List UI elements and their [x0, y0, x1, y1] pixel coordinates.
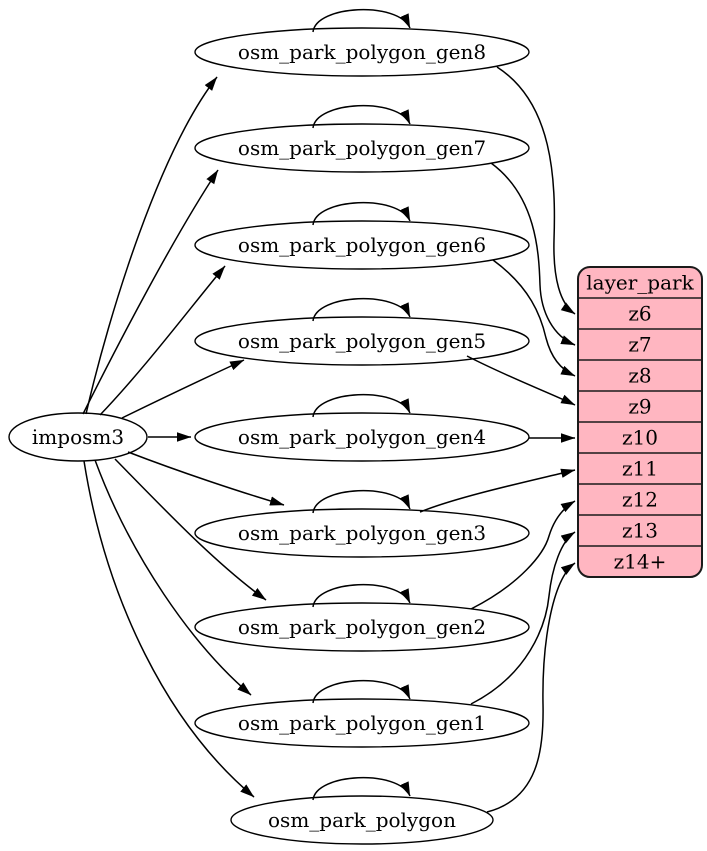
table-node-osm_park_polygon_gen2: osm_park_polygon_gen2 — [194, 602, 530, 652]
edge-osm_park_polygon_gen7-to-z7 — [490, 162, 576, 346]
source-node-imposm3: imposm3 — [8, 412, 148, 462]
table-ellipse — [194, 316, 530, 366]
table-node-label: osm_park_polygon_gen7 — [238, 136, 486, 160]
edge-osm_park_polygon_gen2-to-osm_park_polygon_gen2 — [312, 584, 411, 608]
edge-imposm3-to-osm_park_polygon_gen3 — [127, 451, 285, 506]
table-node-osm_park_polygon_gen3: osm_park_polygon_gen3 — [194, 508, 530, 558]
source-node-label: imposm3 — [32, 425, 124, 449]
edge-imposm3-to-osm_park_polygon_gen8 — [85, 76, 218, 415]
table-node-osm_park_polygon_gen1: osm_park_polygon_gen1 — [194, 698, 530, 748]
imposm3-ellipse — [8, 412, 148, 462]
layer-row-z12: z12 — [622, 488, 658, 512]
edge-osm_park_polygon_gen5-to-osm_park_polygon_gen5 — [312, 298, 411, 322]
edge-osm_park_polygon-to-z14+ — [486, 562, 576, 813]
layer-row-z11: z11 — [622, 457, 658, 481]
edge-osm_park_polygon_gen3-to-z11 — [419, 468, 576, 513]
layer-row-z14+: z14+ — [614, 550, 667, 574]
edge-osm_park_polygon_gen8-to-osm_park_polygon_gen8 — [312, 9, 411, 33]
table-node-label: osm_park_polygon_gen2 — [238, 615, 486, 639]
layer-row-z6: z6 — [628, 302, 651, 326]
edge-imposm3-to-osm_park_polygon_gen6 — [99, 265, 226, 416]
edge-imposm3-to-osm_park_polygon_gen2 — [114, 458, 267, 601]
table-ellipse — [230, 795, 494, 845]
edge-osm_park_polygon_gen3-to-osm_park_polygon_gen3 — [312, 490, 411, 514]
edge-osm_park_polygon_gen6-to-osm_park_polygon_gen6 — [312, 202, 411, 226]
edge-imposm3-to-osm_park_polygon_gen1 — [94, 459, 252, 696]
layer-row-z13: z13 — [622, 519, 658, 543]
table-node-osm_park_polygon_gen6: osm_park_polygon_gen6 — [194, 220, 530, 270]
edge-osm_park_polygon_gen5-to-z9 — [466, 355, 576, 406]
edge-osm_park_polygon-to-osm_park_polygon — [312, 777, 411, 801]
table-node-osm_park_polygon_gen5: osm_park_polygon_gen5 — [194, 316, 530, 366]
table-ellipse — [194, 412, 530, 462]
table-node-label: osm_park_polygon_gen3 — [238, 521, 486, 545]
table-node-label: osm_park_polygon — [268, 808, 456, 832]
edge-imposm3-to-osm_park_polygon — [83, 460, 255, 798]
table-node-label: osm_park_polygon_gen8 — [238, 40, 486, 64]
table-node-label: osm_park_polygon_gen5 — [238, 329, 486, 353]
edge-osm_park_polygon_gen1-to-z13 — [470, 531, 576, 705]
edge-osm_park_polygon_gen4-to-osm_park_polygon_gen4 — [312, 394, 411, 418]
edge-osm_park_polygon_gen2-to-z12 — [470, 500, 576, 610]
table-ellipse — [194, 698, 530, 748]
edge-osm_park_polygon_gen1-to-osm_park_polygon_gen1 — [312, 680, 411, 704]
table-node-label: osm_park_polygon_gen4 — [238, 425, 486, 449]
table-ellipse — [194, 123, 530, 173]
table-ellipse — [194, 220, 530, 270]
layer-row-z7: z7 — [628, 333, 651, 357]
table-ellipse — [194, 508, 530, 558]
layer-row-z10: z10 — [622, 426, 658, 450]
table-node-osm_park_polygon_gen4: osm_park_polygon_gen4 — [194, 412, 530, 462]
edge-osm_park_polygon_gen7-to-osm_park_polygon_gen7 — [312, 105, 411, 129]
table-ellipse — [194, 602, 530, 652]
layer-node-title: layer_park — [586, 271, 694, 295]
table-node-osm_park_polygon_gen8: osm_park_polygon_gen8 — [194, 27, 530, 77]
table-node-label: osm_park_polygon_gen6 — [238, 233, 486, 257]
layer-node-layer_park: layer_park z6 z7 z8 z9 z10 z11 z12 z13 z14+ — [577, 266, 703, 578]
edge-imposm3-to-osm_park_polygon_gen7 — [82, 169, 219, 415]
table-node-osm_park_polygon_gen7: osm_park_polygon_gen7 — [194, 123, 530, 173]
table-node-osm_park_polygon: osm_park_polygon — [230, 795, 494, 845]
layer-row-z9: z9 — [628, 395, 651, 419]
layer-row-z8: z8 — [628, 364, 651, 388]
table-ellipse — [194, 27, 530, 77]
table-node-label: osm_park_polygon_gen1 — [238, 711, 486, 735]
edge-imposm3-to-osm_park_polygon_gen5 — [121, 359, 245, 419]
edge-osm_park_polygon_gen8-to-z6 — [496, 66, 576, 315]
edge-osm_park_polygon_gen6-to-z8 — [492, 259, 576, 377]
